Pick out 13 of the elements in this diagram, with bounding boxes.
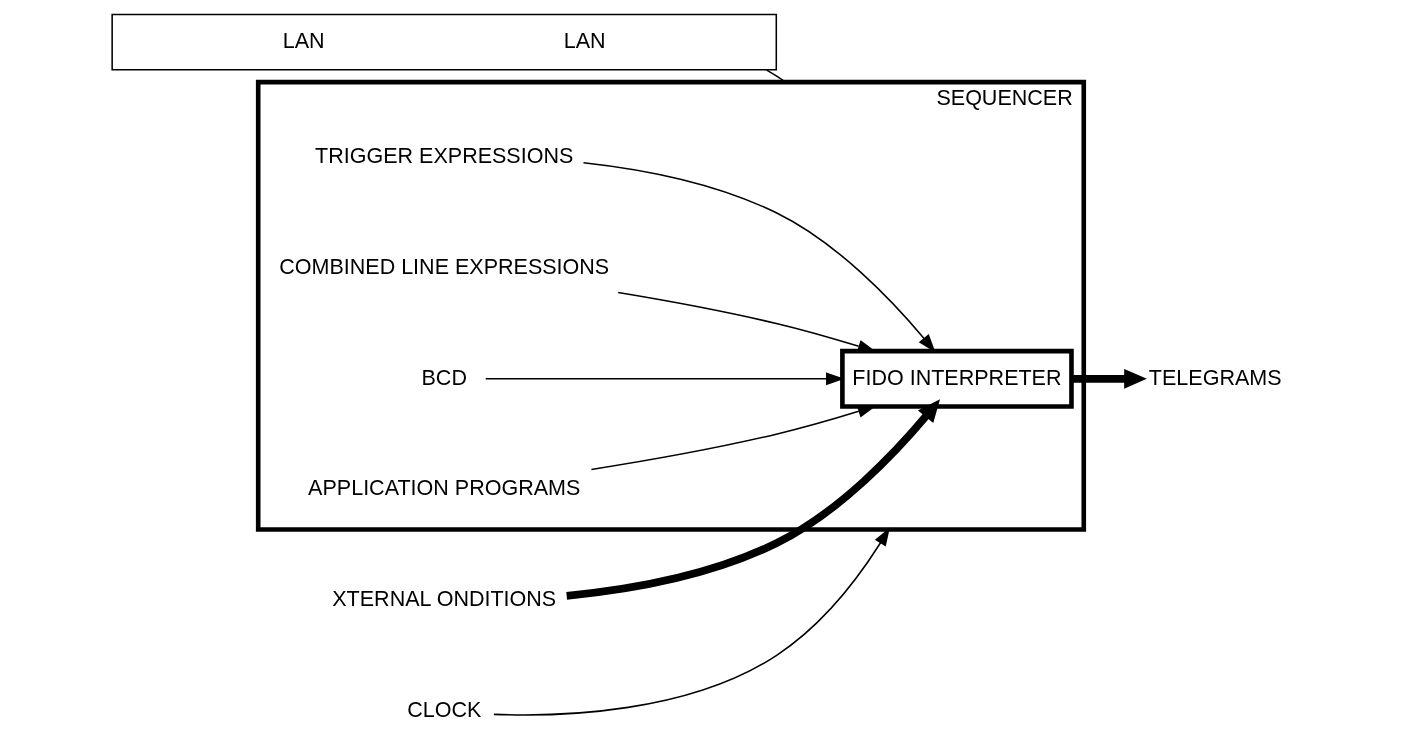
node-text: TRIGGER EXPRESSIONS <box>315 144 574 169</box>
node-box: LAN LAN <box>111 13 778 71</box>
node-text: COMBINED LINE EXPRESSIONS <box>279 254 610 279</box>
connector <box>765 69 787 83</box>
node-text: TELEGRAMS <box>1148 365 1282 390</box>
arrow <box>485 372 845 386</box>
arrow <box>493 527 890 716</box>
node-text: BCD <box>421 365 467 390</box>
node-box: FIDO INTERPRETER <box>840 348 1074 409</box>
node-text: CLOCK <box>407 697 482 722</box>
arrow <box>1071 368 1147 389</box>
node-text: APPLICATION PROGRAMS <box>308 476 581 501</box>
node-text: XTERNAL ONDITIONS <box>332 586 557 611</box>
